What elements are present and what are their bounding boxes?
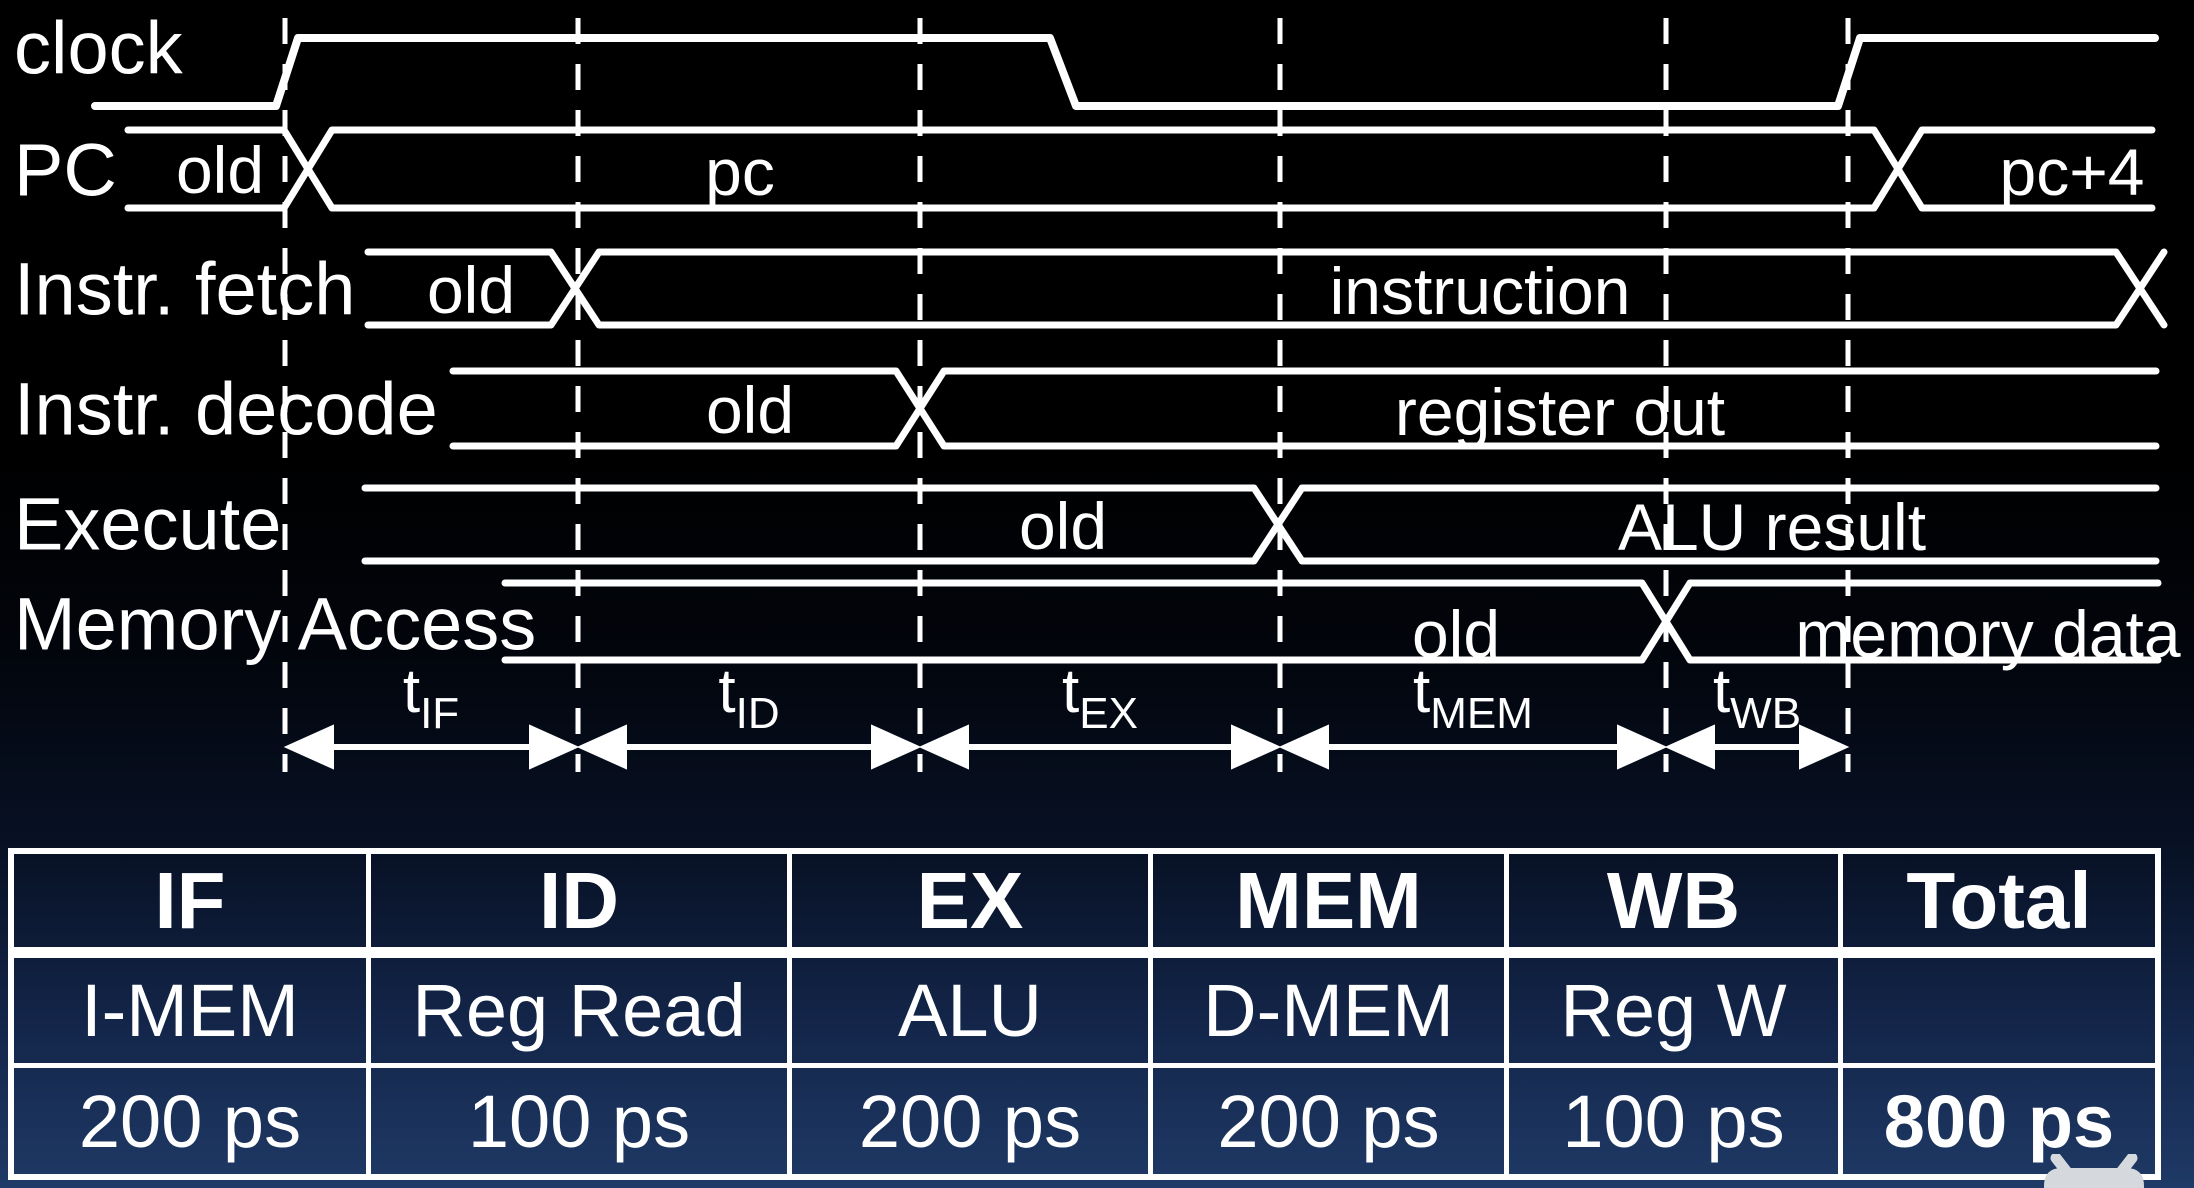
decode-value-register-out: register out	[1395, 375, 1725, 449]
fetch-value-old: old	[427, 253, 515, 327]
table-header-mem: MEM	[1153, 854, 1509, 958]
execute-bus-rail-b	[361, 484, 2160, 565]
signal-label-pc: PC	[14, 129, 117, 212]
instr-fetch-bus	[364, 248, 2168, 329]
instr-fetch-bus-rail-b	[364, 248, 2168, 329]
timing-arrow-twb	[1664, 724, 1850, 770]
table-cell-id-time: 100 ps	[371, 1068, 792, 1174]
memory-access-bus-rail-b	[501, 579, 2162, 664]
signal-label-memory-access: Memory Access	[14, 583, 536, 666]
timing-label-tid-base: t	[718, 657, 735, 726]
fetch-value-instruction: instruction	[1330, 254, 1631, 328]
timing-label-tid: tID	[718, 657, 779, 738]
table-cell-ex-time: 200 ps	[792, 1068, 1153, 1174]
timing-label-tif: tIF	[403, 657, 459, 738]
timing-arrow-tex	[918, 724, 1282, 770]
table-cell-wb-unit: Reg W	[1509, 958, 1843, 1068]
execute-bus	[361, 484, 2160, 565]
timing-label-twb-base: t	[1713, 657, 1730, 726]
timing-label-tif-sub: IF	[420, 689, 459, 738]
timing-arrow-tif	[283, 724, 580, 770]
timing-label-tex-base: t	[1062, 657, 1079, 726]
memory-value-old: old	[1412, 597, 1500, 671]
table-cell-wb-time: 100 ps	[1509, 1068, 1843, 1174]
memory-access-bus	[501, 579, 2162, 664]
signal-label-instr-fetch: Instr. fetch	[14, 248, 355, 331]
instr-fetch-bus-rail-a	[364, 248, 2168, 329]
android-robot-icon	[2044, 1154, 2144, 1188]
table-cell-if-time: 200 ps	[14, 1068, 371, 1174]
timing-label-tid-sub: ID	[736, 689, 780, 738]
table-header-total: Total	[1843, 854, 2155, 958]
table-header-id: ID	[371, 854, 792, 958]
pc-value-pc: pc	[705, 135, 775, 209]
table-header-ex: EX	[792, 854, 1153, 958]
table-header-if: IF	[14, 854, 371, 958]
timing-label-tex-sub: EX	[1079, 689, 1138, 738]
timing-label-tif-base: t	[403, 657, 420, 726]
table-cell-total-time: 800 ps	[1883, 1079, 2115, 1163]
clock-waveform	[91, 34, 2159, 110]
timing-arrow-tmem	[1278, 724, 1668, 770]
timing-label-tmem-sub: MEM	[1430, 689, 1533, 738]
timing-label-tmem-base: t	[1413, 657, 1430, 726]
table-cell-mem-unit: D-MEM	[1153, 958, 1509, 1068]
timing-label-tex: tEX	[1062, 657, 1138, 738]
timing-label-tmem: tMEM	[1413, 657, 1533, 738]
memory-value-memory-data: memory data	[1795, 597, 2180, 671]
stage-boundary-dashed-lines	[282, 18, 1851, 772]
instr-decode-bus	[449, 367, 2160, 450]
pc-value-old: old	[176, 133, 264, 207]
signal-label-execute: Execute	[14, 483, 281, 566]
table-cell-total-unit	[1843, 958, 2155, 1068]
execute-value-old: old	[1019, 489, 1107, 563]
timing-label-twb: tWB	[1713, 657, 1801, 738]
pc-bus-rail-b	[124, 126, 2156, 212]
pc-bus	[124, 126, 2156, 212]
table-cell-ex-unit: ALU	[792, 958, 1153, 1068]
table-cell-mem-time: 200 ps	[1153, 1068, 1509, 1174]
table-cell-if-unit: I-MEM	[14, 958, 371, 1068]
table-cell-id-unit: Reg Read	[371, 958, 792, 1068]
android-head	[2044, 1168, 2144, 1188]
stage-latency-table: IF ID EX MEM WB Total I-MEM Reg Read ALU…	[8, 848, 2161, 1180]
instr-decode-bus-rail-b	[449, 367, 2160, 450]
timing-label-twb-sub: WB	[1730, 689, 1801, 738]
pc-value-pc-plus-4: pc+4	[2000, 135, 2145, 209]
pipeline-timing-diagram: clock PC Instr. fetch Instr. decode Exec…	[14, 7, 2181, 772]
signal-label-clock: clock	[14, 7, 184, 90]
signal-label-instr-decode: Instr. decode	[14, 368, 438, 451]
timing-arrow-tid	[576, 724, 922, 770]
execute-value-alu-result: ALU result	[1618, 490, 1926, 564]
decode-value-old: old	[706, 373, 794, 447]
pc-bus-rail-a	[124, 126, 2156, 212]
timing-arrows	[283, 724, 1850, 770]
table-header-wb: WB	[1509, 854, 1843, 958]
